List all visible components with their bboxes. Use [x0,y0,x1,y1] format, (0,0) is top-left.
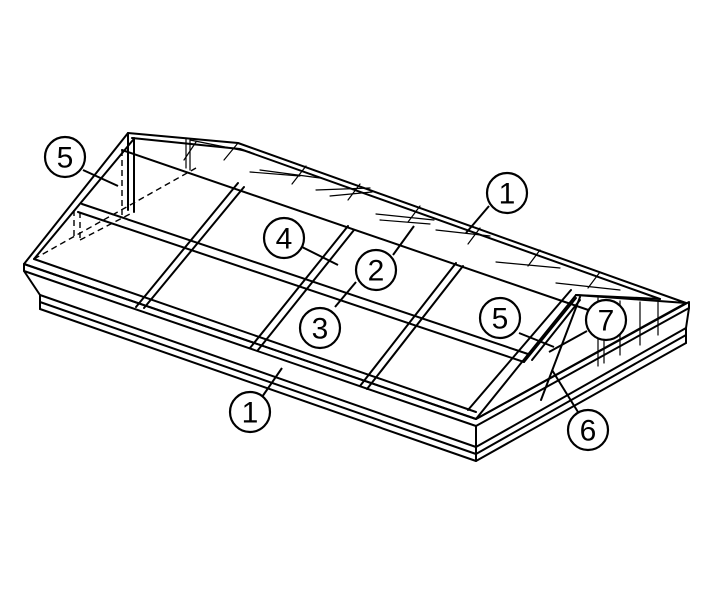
callout-1-bottom-label: 1 [242,397,259,430]
base-curb [23,263,690,462]
callout-6-label: 6 [580,415,597,448]
callout-4-label: 4 [276,223,293,256]
callout-6: 6 [566,408,610,452]
callout-7: 7 [584,298,628,342]
callout-3: 3 [298,306,342,350]
callout-5-left-label: 5 [57,142,74,175]
callout-5-right: 5 [478,296,522,340]
callout-2-label: 2 [368,255,385,288]
callout-3-label: 3 [312,313,329,346]
left-end-hidden-lines [33,150,197,260]
callout-5-right-label: 5 [492,303,509,336]
callout-1-bottom: 1 [228,390,272,434]
callout-5-left: 5 [43,135,87,179]
callout-7-label: 7 [598,305,615,338]
callout-1-top-label: 1 [499,178,516,211]
callout-2: 2 [354,248,398,292]
callout-4: 4 [262,216,306,260]
roof-frame [23,132,687,420]
callout-1-top: 1 [485,171,529,215]
leader-lines [82,169,588,413]
